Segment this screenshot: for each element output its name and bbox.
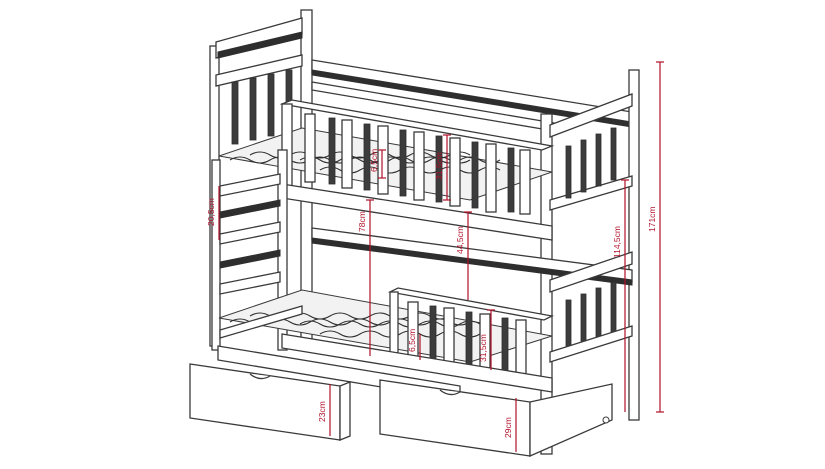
dim-label-top-rail-height: 31,5cm xyxy=(434,152,444,180)
dim-label-upper-deck: 44,5cm xyxy=(455,226,465,254)
dim-label-top-rail-gap: 6,5cm xyxy=(369,149,379,172)
dim-label-drawer-left: 23cm xyxy=(317,401,327,422)
drawer-left-side xyxy=(339,381,351,441)
dim-label-height-to-upper: 114,5cm xyxy=(612,226,622,258)
right-back-post xyxy=(628,69,640,421)
lower-guard-slats xyxy=(407,301,527,375)
dim-label-deck-clearance: 78cm xyxy=(357,211,367,232)
right-footboard-lower-mid xyxy=(549,325,633,363)
upper-guard-slats xyxy=(304,113,531,215)
dim-label-drawer-right: 29cm xyxy=(503,417,513,438)
left-headboard-rail xyxy=(215,54,303,87)
lower-back-rail-band xyxy=(311,237,633,286)
dim-label-bottom-rail-height: 31,5cm xyxy=(478,334,488,362)
upper-guard-top xyxy=(279,99,555,151)
right-upper-slats xyxy=(565,127,617,199)
drawer-left-handle[interactable] xyxy=(249,373,271,380)
right-footboard-mid xyxy=(549,175,633,211)
lower-guard-left-post xyxy=(389,291,399,359)
right-footboard-top xyxy=(549,93,633,138)
lower-left-end-rail xyxy=(219,305,303,339)
ladder-left-rail xyxy=(211,159,221,351)
drawer-right-handle[interactable] xyxy=(439,389,461,396)
lower-guard-top xyxy=(387,287,555,321)
dim-label-total-height: 171cm xyxy=(647,206,657,232)
dim-label-ladder-step: 20,5cm xyxy=(206,198,216,226)
left-headboard-band xyxy=(217,31,303,59)
ladder-rungs xyxy=(219,173,281,295)
drawer-right-side xyxy=(529,383,613,457)
lower-side-rail xyxy=(281,333,553,393)
drawer-wheel xyxy=(602,416,610,424)
right-footboard-lower-top xyxy=(549,251,633,293)
dim-label-bottom-rail-gap: 6,5cm xyxy=(407,329,417,352)
